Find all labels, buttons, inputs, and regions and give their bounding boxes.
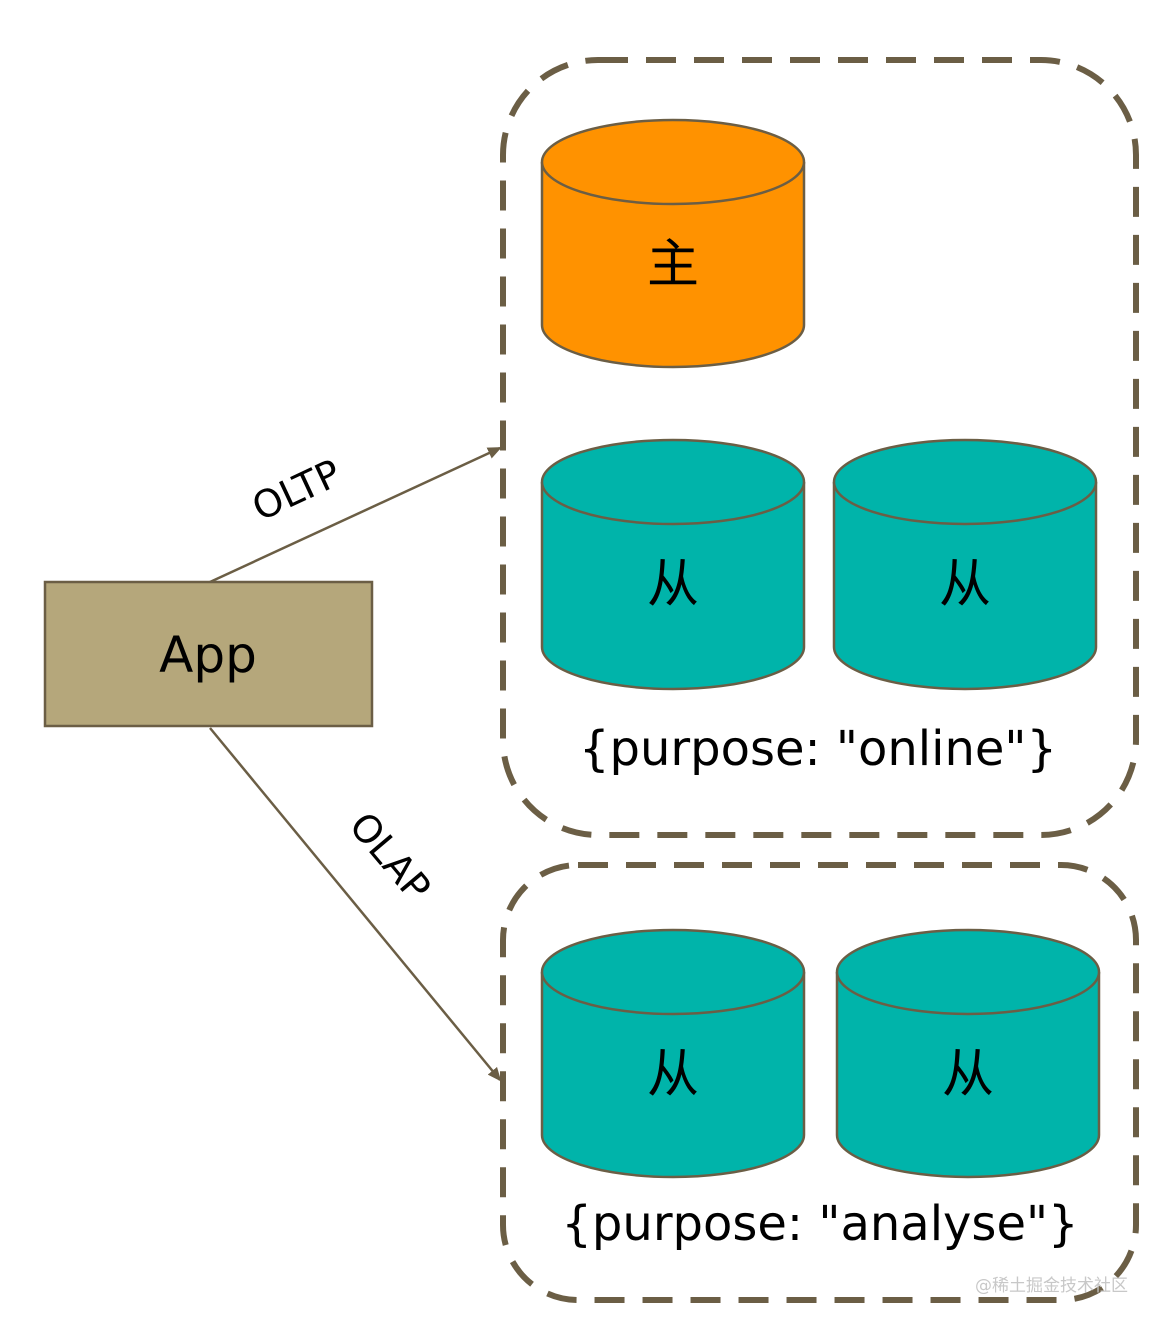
online-replica-2-label: 从	[939, 555, 991, 615]
olap-label: OLAP	[341, 804, 440, 910]
app-label: App	[159, 626, 257, 684]
app-node: App	[43, 580, 374, 728]
analyse-replica-db-1: 从	[540, 928, 806, 1179]
online-group-tag: {purpose: "online"}	[579, 721, 1057, 777]
primary-db-label: 主	[647, 235, 699, 295]
oltp-label: OLTP	[246, 451, 348, 530]
analyse-group-tag: {purpose: "analyse"}	[561, 1196, 1078, 1252]
oltp-arrow	[209, 446, 502, 584]
analyse-replica-1-label: 从	[647, 1045, 699, 1105]
online-replica-db-2: 从	[832, 438, 1098, 691]
online-group-border	[500, 57, 1139, 838]
olap-arrow	[209, 727, 502, 1082]
analyse-replica-2-label: 从	[942, 1045, 994, 1105]
online-replica-db-1: 从	[540, 438, 806, 691]
online-replica-1-label: 从	[647, 555, 699, 615]
analyse-group-border	[500, 862, 1139, 1303]
watermark: @稀土掘金技术社区	[975, 1276, 1128, 1296]
analyse-replica-db-2: 从	[835, 928, 1101, 1179]
primary-db-cylinder: 主	[540, 118, 806, 369]
